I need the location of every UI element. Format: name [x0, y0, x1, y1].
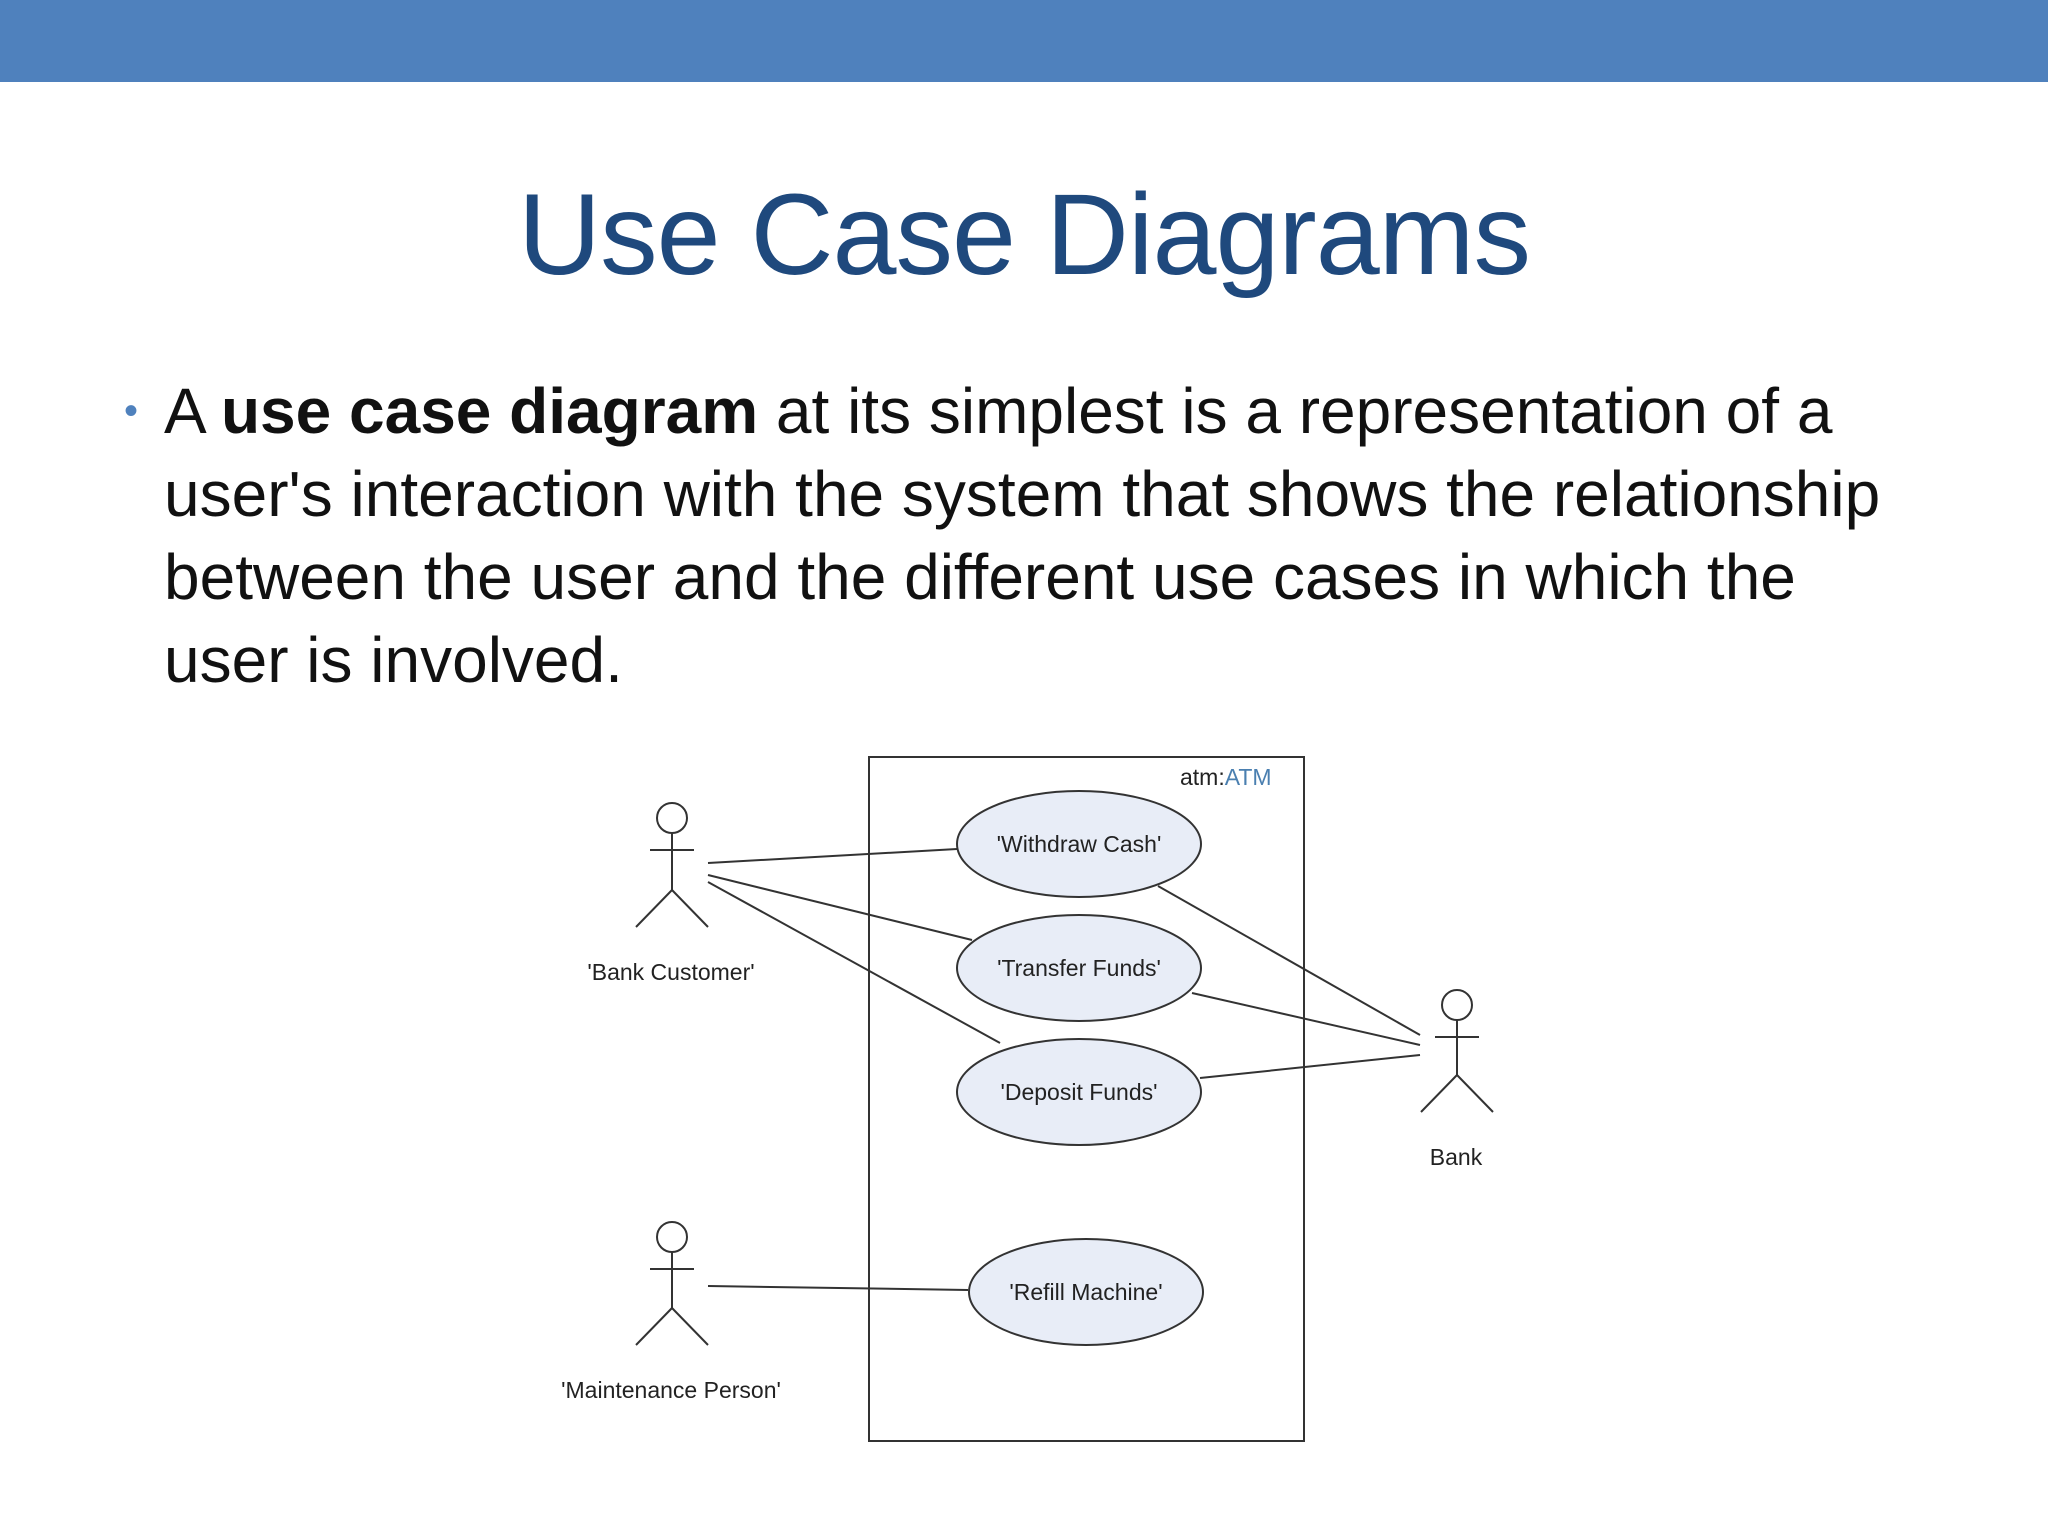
- use-case-label: 'Refill Machine': [1009, 1279, 1162, 1305]
- actor-label-bank: Bank: [1430, 1144, 1483, 1170]
- actor-icon-leg-left: [1420, 1074, 1458, 1113]
- use-case-label: 'Transfer Funds': [997, 955, 1161, 981]
- use-case-deposit-funds: 'Deposit Funds': [956, 1038, 1202, 1146]
- use-case-ellipse: [968, 1238, 1204, 1346]
- use-case-transfer-funds: 'Transfer Funds': [956, 914, 1202, 1022]
- system-label: atm:ATM: [1180, 764, 1272, 790]
- line-withdraw-bank: [1157, 885, 1421, 1036]
- line-customer-withdraw: [707, 848, 958, 864]
- system-label-name: ATM: [1225, 764, 1272, 790]
- bullet-paragraph: A use case diagram at its simplest is a …: [164, 370, 1924, 702]
- line-customer-deposit: [707, 881, 1001, 1044]
- actor-maintenance-person: [635, 1221, 709, 1346]
- actor-icon-head: [656, 802, 688, 834]
- actor-bank: [1420, 989, 1494, 1113]
- actor-icon-leg-right: [671, 889, 709, 928]
- use-case-ellipse: [956, 790, 1202, 898]
- system-label-prefix: atm:: [1180, 764, 1225, 790]
- bullet-icon: •: [124, 389, 139, 433]
- bullet-bold-term: use case diagram: [220, 375, 759, 447]
- line-customer-transfer: [707, 874, 973, 941]
- header-bar: [0, 0, 2048, 82]
- actor-label-maintenance-person: 'Maintenance Person': [561, 1377, 781, 1403]
- actor-bank-customer: [635, 802, 709, 928]
- use-case-ellipse: [956, 1038, 1202, 1146]
- actor-icon-leg-right: [1456, 1074, 1494, 1113]
- actor-icon-head: [1441, 989, 1473, 1021]
- use-case-refill-machine: 'Refill Machine': [968, 1238, 1204, 1346]
- actor-icon-leg-right: [671, 1307, 709, 1346]
- line-transfer-bank: [1191, 992, 1421, 1046]
- bullet-suffix: at its simplest is a representation of a…: [164, 375, 1881, 696]
- association-lines: [707, 848, 1421, 1291]
- use-case-label: 'Withdraw Cash': [997, 831, 1162, 857]
- use-case-label: 'Deposit Funds': [1000, 1079, 1157, 1105]
- slide-title: Use Case Diagrams: [518, 171, 1531, 299]
- bullet-prefix: A: [164, 375, 221, 447]
- use-case-withdraw-cash: 'Withdraw Cash': [956, 790, 1202, 898]
- actor-label-bank-customer: 'Bank Customer': [587, 959, 754, 985]
- actor-icon-head: [656, 1221, 688, 1253]
- use-case-ellipse: [956, 914, 1202, 1022]
- line-maintenance-refill: [707, 1285, 969, 1291]
- actor-icon-leg-left: [635, 1307, 673, 1346]
- line-deposit-bank: [1199, 1054, 1421, 1079]
- actor-icon-leg-left: [635, 889, 673, 928]
